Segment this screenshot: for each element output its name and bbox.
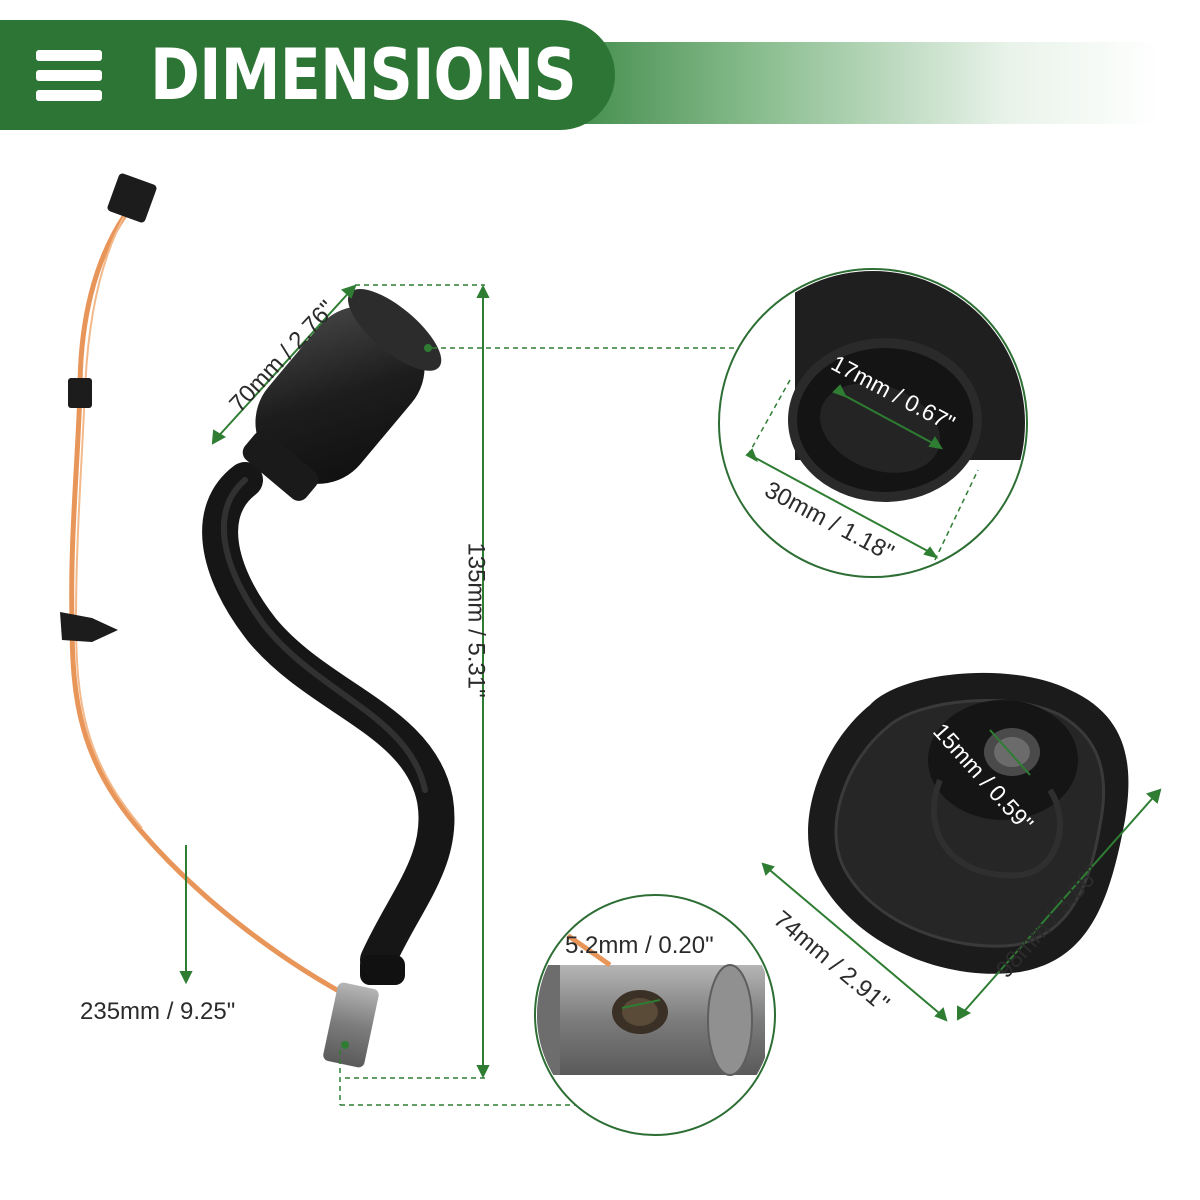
- header-banner: DIMENSIONS: [0, 20, 1200, 130]
- cable-connector: [107, 173, 157, 223]
- hamburger-menu-icon: [36, 50, 102, 102]
- banner-gradient: [560, 42, 1160, 124]
- cable-clip: [60, 612, 118, 642]
- shaft-detail-circle: [534, 894, 776, 1136]
- boot-measure-arrows: [761, 729, 1162, 1022]
- rubber-boot: [808, 672, 1129, 974]
- page-title: DIMENSIONS: [150, 34, 577, 116]
- total-height-label: 135mm / 5.31": [462, 542, 490, 698]
- cable-length-label: 235mm / 9.25": [80, 998, 236, 1025]
- knob-detail-circle: [718, 268, 1028, 578]
- lever-measure-lines: [339, 284, 742, 1106]
- shifter-knob: [242, 288, 442, 501]
- shifter-lever: [202, 288, 455, 1068]
- banner-badge: DIMENSIONS: [0, 20, 615, 130]
- metal-shaft: [323, 982, 379, 1068]
- orange-cable: [60, 173, 357, 1003]
- shaft-hole-label: 5.2mm / 0.20": [565, 932, 714, 959]
- cable-clip: [68, 378, 92, 408]
- lever-measure-arrows: [179, 284, 490, 1079]
